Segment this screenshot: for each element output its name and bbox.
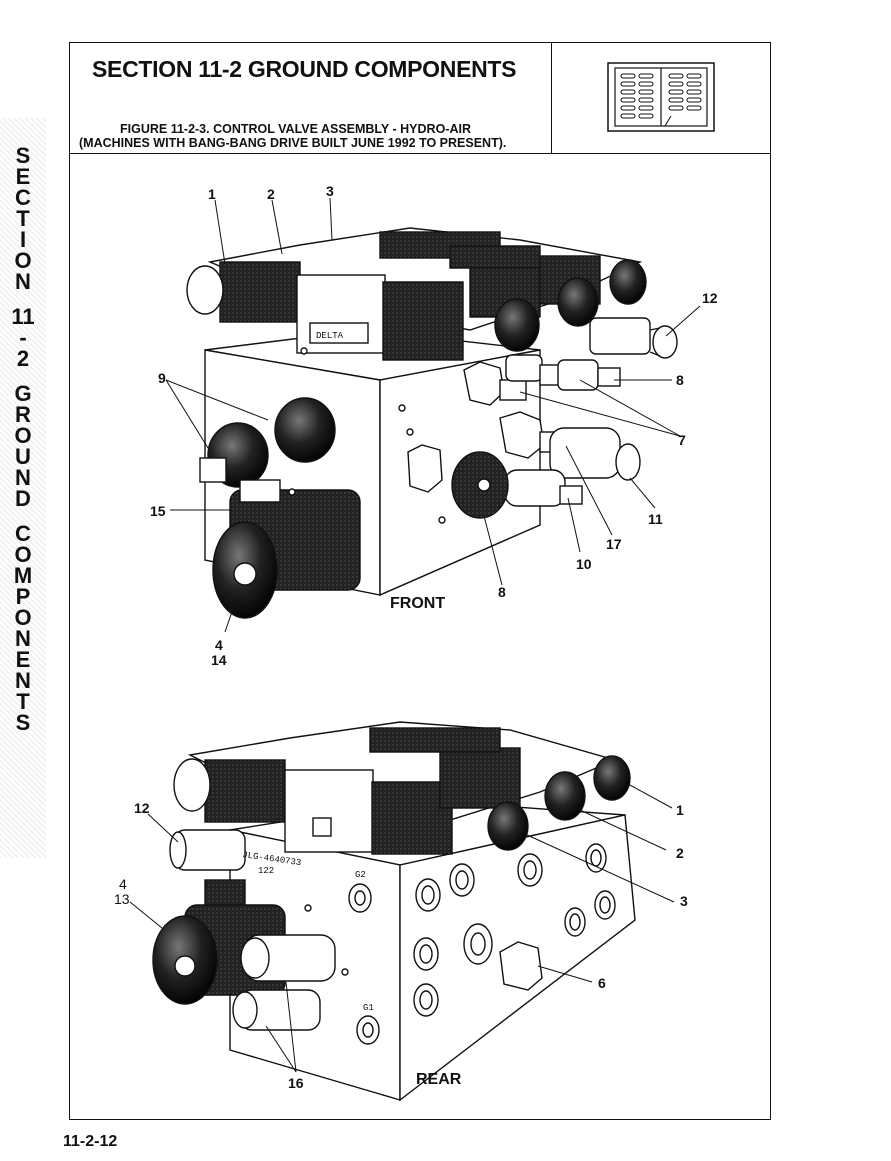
side-letter: O [14,423,32,448]
header-divider [551,42,552,154]
side-letter: C [15,521,31,546]
side-tab-background [0,118,46,858]
rear-callout-13: 13 [114,891,130,907]
front-callout-8b: 8 [498,584,506,600]
front-cartridge-12 [589,317,678,359]
front-adjuster-knob [407,444,509,519]
side-letter: O [14,605,32,630]
side-letter: O [14,542,32,567]
side-letter: G [14,381,32,406]
side-letter: S [15,143,31,168]
rear-view-label: REAR [416,1071,462,1088]
front-callout-12: 12 [702,290,718,306]
side-tab-letters: S E C T I O N 11 - 2 G R O U N D C O M P… [0,143,46,735]
side-letter: N [15,668,31,693]
front-callout-2: 2 [267,186,275,202]
side-letter: O [14,248,32,273]
side-letter: R [15,402,31,427]
side-letter: 2 [16,346,30,371]
front-callout-1: 1 [208,186,216,202]
front-callout-4: 4 [215,637,223,653]
port-g1-marking: G1 [363,1003,374,1013]
front-callout-10: 10 [576,556,592,572]
section-title: SECTION 11-2 GROUND COMPONENTS [92,56,517,82]
front-callout-3: 3 [326,183,334,199]
sub-number-marking: 122 [258,866,274,876]
rear-callout-2: 2 [676,845,684,861]
side-letter: E [15,164,31,189]
header-row [69,42,771,154]
rear-callout-3: 3 [680,893,688,909]
side-letter: C [15,185,31,210]
front-valves-9 [199,397,336,488]
svg-text:DELTA: DELTA [316,331,344,341]
rear-cartridge-12 [169,829,246,871]
side-letter: P [15,584,31,609]
side-letter: E [15,647,31,672]
side-letter: 11 [11,304,35,329]
rear-view [152,721,636,1102]
front-coil-4 [212,479,361,619]
rear-plug-6 [499,941,543,991]
front-view-label: FRONT [390,595,446,612]
side-letter: M [13,563,33,588]
rear-valves-16 [232,934,336,1031]
front-callout-11: 11 [648,511,663,527]
rear-callout-4: 4 [119,876,127,892]
side-letter: S [15,710,31,735]
side-letter: N [15,465,31,490]
side-letter: T [16,206,30,231]
rear-callout-12: 12 [134,800,150,816]
side-letter: I [19,227,27,252]
front-callout-17: 17 [606,536,622,552]
front-callout-7: 7 [678,432,686,448]
rear-leader-lines [129,783,675,1073]
front-leader-lines [165,197,701,633]
side-letter: U [15,444,31,469]
figure-caption-line1: FIGURE 11-2-3. CONTROL VALVE ASSEMBLY - … [120,122,471,136]
page-number: 11-2-12 [63,1133,118,1150]
figure-caption-line2: (MACHINES WITH BANG-BANG DRIVE BUILT JUN… [79,136,507,150]
front-callout-14: 14 [211,652,227,668]
front-solenoid-bank: DELTA [186,227,647,361]
figure-frame [69,42,771,1120]
front-view: DELTA [186,227,678,619]
rear-solenoid-bank [173,721,631,855]
side-letter: D [15,486,31,511]
rear-callout-16: 16 [288,1075,304,1091]
front-callout-9: 9 [158,370,166,386]
rear-ports [348,843,616,1045]
side-letter: N [15,269,31,294]
side-letter: T [16,689,30,714]
side-letter: - [19,325,27,350]
rear-callout-1: 1 [676,802,684,818]
side-letter: N [15,626,31,651]
manual-book-icon [607,62,715,132]
port-g2-marking: G2 [355,870,366,880]
valve-assembly-drawing: DELTA [129,197,701,1102]
front-callout-8a: 8 [676,372,684,388]
rear-callout-6: 6 [598,975,606,991]
front-callout-15: 15 [150,503,166,519]
